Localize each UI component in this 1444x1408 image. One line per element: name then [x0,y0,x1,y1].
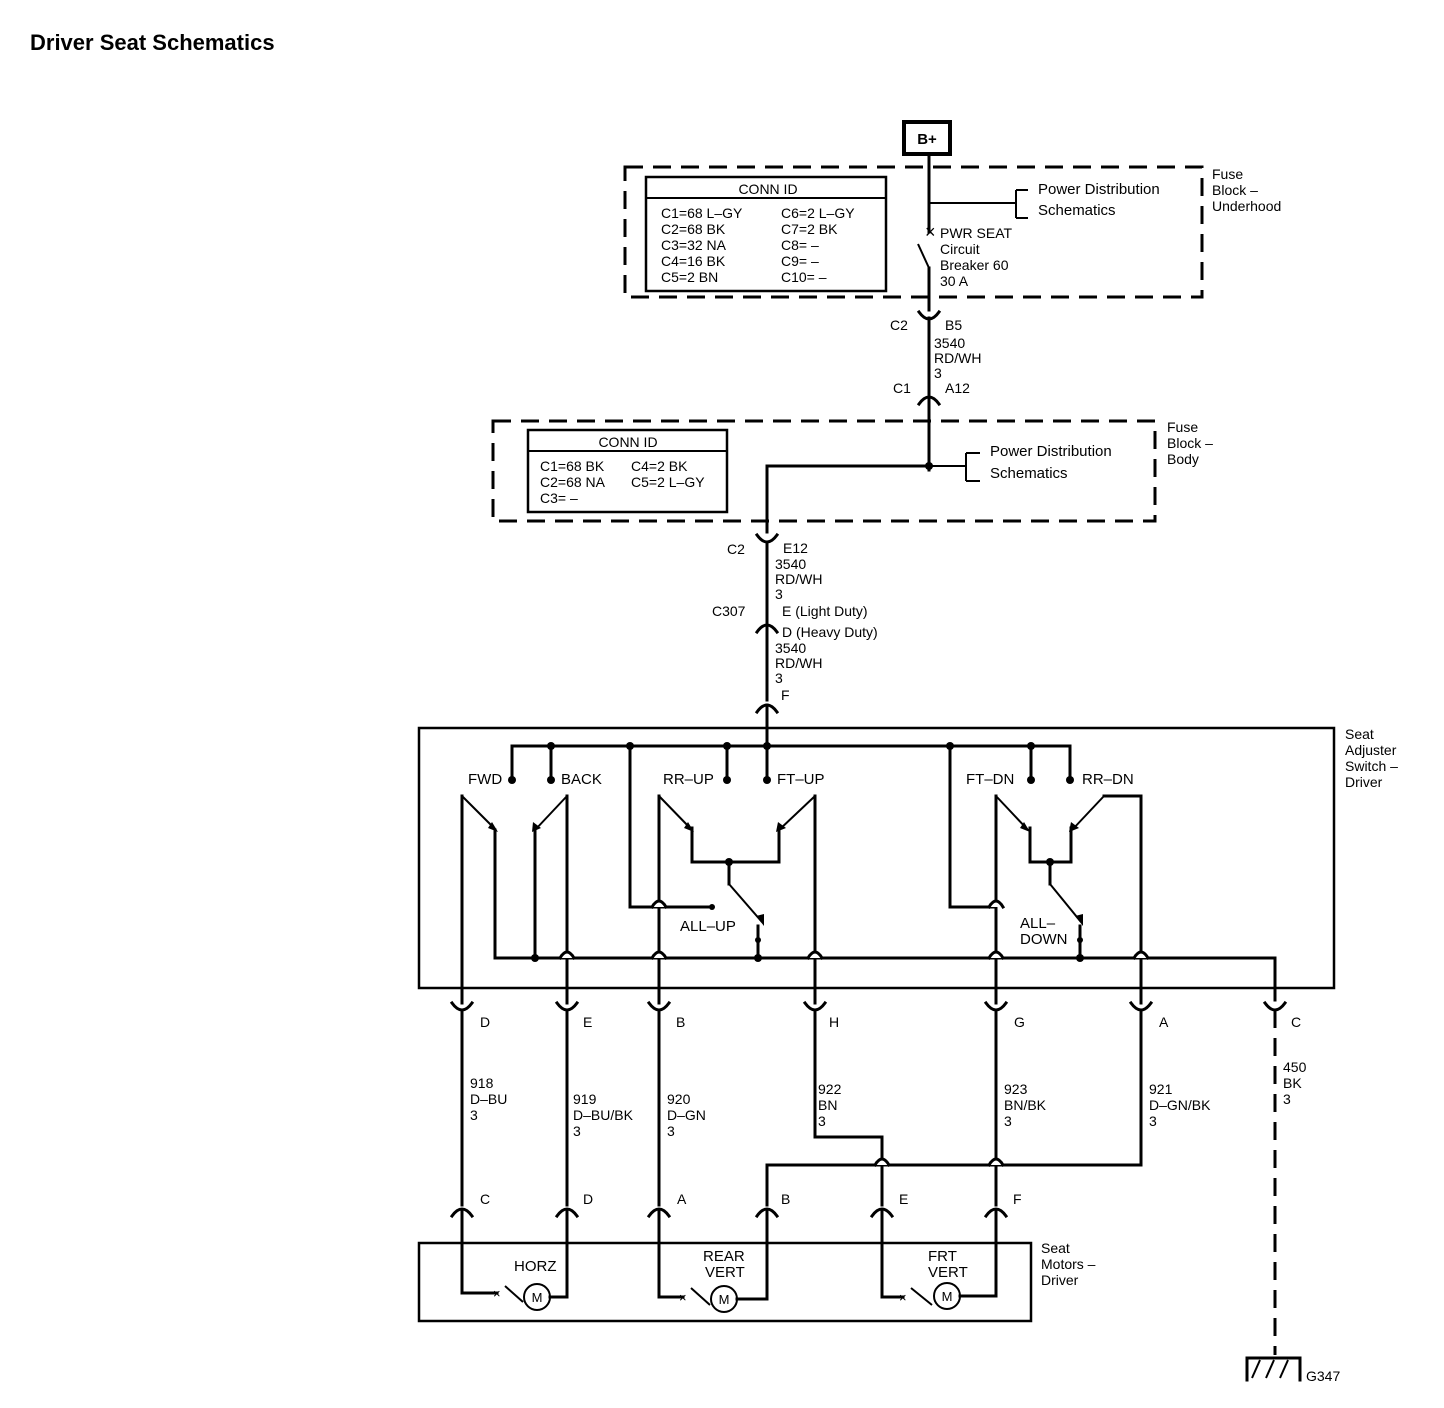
horz-motor-icon: × M HORZ [460,1210,569,1311]
svg-text:C: C [480,1191,490,1207]
svg-text:C2: C2 [890,317,908,333]
svg-text:919 D–BU/BK 3: 919 D–BU/BK 3 [573,1091,637,1139]
conn-id-cell: C8= – [781,237,819,253]
svg-text:CONN ID: CONN ID [598,434,657,450]
svg-text:E: E [583,1014,592,1030]
conn-id-cell: C4=16 BK [661,253,726,269]
svg-text:CONN ID: CONN ID [738,181,797,197]
conn-id-cell: C3= – [540,490,578,506]
seat-adjuster-switch: Seat Adjuster Switch – Driver FWD BACK R… [417,726,1402,1005]
svg-text:FRT VERT: FRT VERT [928,1248,968,1281]
fuse-block-body-label: Fuse Block – Body [1167,419,1217,467]
page-title: Driver Seat Schematics [30,30,275,55]
conn-id-cell: C10= – [781,269,827,285]
svg-text:D: D [480,1014,490,1030]
svg-text:D: D [583,1191,593,1207]
svg-text:3540 RD/WH 3: 3540 RD/WH 3 [934,335,985,381]
conn-id-cell: C5=2 L–GY [631,474,705,490]
svg-text:F: F [781,687,790,703]
conn-id-table-underhood: CONN ID C1=68 L–GY C6=2 L–GY C2=68 BK C7=2 … [644,175,888,293]
svg-text:D (Heavy Duty): D (Heavy Duty) [782,624,878,640]
svg-text:M: M [532,1290,543,1305]
svg-text:M: M [942,1289,953,1304]
rr-dn-contact-label: RR–DN [1082,771,1134,788]
conn-id-cell: C3=32 NA [661,237,727,253]
battery-source: B+ [902,120,952,156]
svg-text:E: E [899,1191,908,1207]
svg-text:G: G [1014,1014,1025,1030]
conn-id-cell: C6=2 L–GY [781,205,855,221]
back-contact-label: BACK [561,771,602,788]
feed-wire-2: C2 E12 3540 RD/WH 3 C307 E (Light Duty) … [712,532,878,747]
power-distribution-ref-body: Power Distribution Schematics [990,443,1116,482]
circuit-breaker-label: PWR SEAT Circuit Breaker 60 30 A [940,225,1016,289]
switch-output-wires: D E B H G A C 918 D–BU 3 919 D–BU/BK 3 9… [449,1000,1310,1355]
ground-icon [1245,1356,1302,1382]
svg-text:3540 RD/WH 3: 3540 RD/WH 3 [775,640,826,686]
conn-id-table-body: CONN ID C1=68 BK C4=2 BK C2=68 NA C5=2 L–GY… [526,428,729,514]
svg-text:923 BN/BK 3: 923 BN/BK 3 [1004,1081,1050,1129]
fwd-contact-label: FWD [468,771,502,788]
all-down-contact-label: ALL– DOWN [1020,915,1068,948]
circuit-breaker-icon: × [917,152,936,312]
fwd-back-switch-icon [460,794,569,1005]
svg-text:922 BN 3: 922 BN 3 [818,1081,845,1129]
conn-id-cell: C5=2 BN [661,269,718,285]
svg-text:3540 RD/WH 3: 3540 RD/WH 3 [775,556,826,602]
fuse-block-underhood-label: Fuse Block – Underhood [1212,166,1281,214]
seat-adjuster-switch-label: Seat Adjuster Switch – Driver [1345,726,1402,790]
all-up-contact-label: ALL–UP [680,918,736,935]
svg-text:B: B [676,1014,685,1030]
rr-up-contact-label: RR–UP [663,771,714,788]
conn-id-cell: C9= – [781,253,819,269]
svg-text:921 D–GN/BK 3: 921 D–GN/BK 3 [1149,1081,1214,1129]
svg-text:×: × [679,1290,687,1305]
breaker-mark-icon: × [925,222,936,242]
svg-text:×: × [899,1290,907,1305]
seat-motors-label: Seat Motors – Driver [1041,1240,1099,1288]
power-distribution-ref-underhood: Power Distribution Schematics [1038,181,1164,219]
svg-text:M: M [719,1292,730,1307]
conn-id-rows: C1=68 BK C4=2 BK C2=68 NA C5=2 L–GY C3= – [540,458,705,506]
svg-text:HORZ: HORZ [514,1258,557,1275]
down-switch-icon [948,794,1143,1005]
fuse-block-underhood: Fuse Block – Underhood CONN ID C1=68 L–G… [623,152,1281,312]
svg-text:H: H [829,1014,839,1030]
conn-id-cell: C2=68 NA [540,474,606,490]
rear-vert-motor-icon: × M REAR VERT [657,1210,769,1313]
svg-text:920 D–GN 3: 920 D–GN 3 [667,1091,710,1139]
svg-text:E12: E12 [783,540,808,556]
ground-label: G347 [1306,1368,1340,1384]
svg-text:C1: C1 [893,380,911,396]
conn-id-cell: C1=68 L–GY [661,205,743,221]
svg-text:B: B [781,1191,790,1207]
svg-text:A: A [1159,1014,1169,1030]
conn-id-cell: C2=68 BK [661,221,726,237]
up-switch-icon [628,794,817,1005]
seat-motors: C D A B E F Seat Motors – Driver × M HOR… [417,1191,1099,1323]
ft-dn-contact-label: FT–DN [966,771,1014,788]
conn-id-cell: C4=2 BK [631,458,688,474]
ft-up-contact-label: FT–UP [777,771,825,788]
conn-id-cell: C1=68 BK [540,458,605,474]
conn-id-rows: C1=68 L–GY C6=2 L–GY C2=68 BK C7=2 BK C3=32 … [661,205,855,285]
svg-text:918 D–BU 3: 918 D–BU 3 [470,1075,511,1123]
svg-text:A: A [677,1191,687,1207]
svg-text:F: F [1013,1191,1022,1207]
feed-wire-1: C2 B5 3540 RD/WH 3 C1 A12 [890,309,985,472]
conn-id-cell: C7=2 BK [781,221,838,237]
svg-text:C: C [1291,1014,1301,1030]
svg-text:B+: B+ [917,131,937,148]
svg-text:B5: B5 [945,317,962,333]
fuse-block-body: Fuse Block – Body CONN ID C1=68 BK C4=2 B… [491,419,1217,534]
svg-text:C2: C2 [727,541,745,557]
svg-text:450 BK 3: 450 BK 3 [1283,1059,1310,1107]
frt-vert-motor-icon: × M FRT VERT [880,1210,998,1310]
svg-text:E (Light Duty): E (Light Duty) [782,603,868,619]
svg-text:A12: A12 [945,380,970,396]
svg-text:REAR VERT: REAR VERT [703,1248,749,1281]
svg-text:C307: C307 [712,603,746,619]
svg-text:×: × [493,1286,501,1301]
